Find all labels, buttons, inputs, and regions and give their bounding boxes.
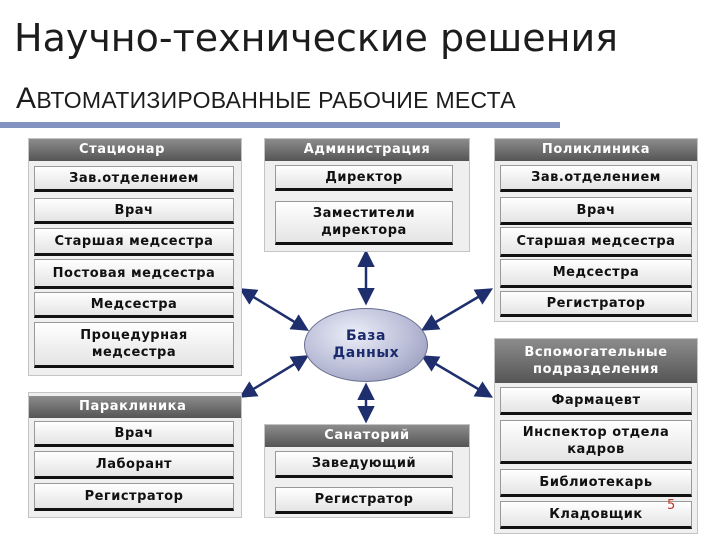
role-polik-registrator[interactable]: Регистратор [500,291,692,317]
role-parak-vrach[interactable]: Врач [34,421,234,447]
panel-paraklinika-title: Параклиника [29,396,241,418]
panel-poliklinika: Поликлиника Зав.отделением Врач Старшая … [494,138,698,322]
arrow-poliklinika [420,288,494,331]
panel-paraklinika: Параклиника Врач Лаборант Регистратор [28,392,242,518]
role-vspom-kladovshchik[interactable]: Кладовщик [500,501,692,529]
role-sanat-zaveduyushchiy[interactable]: Заведующий [275,451,453,478]
panel-sanatoriy-title: Санаторий [265,425,469,447]
role-parak-laborant[interactable]: Лаборант [34,451,234,479]
role-vspom-bibliotekar[interactable]: Библиотекарь [500,469,692,497]
database-node[interactable]: База Данных [304,308,428,382]
page-number: 5 [667,498,676,513]
role-vspom-inspektor[interactable]: Инспектор отдела кадров [500,420,692,464]
role-admin-zamestiteli[interactable]: Заместители директора [275,201,453,245]
role-admin-direktor[interactable]: Директор [275,165,453,191]
role-polik-medsestra[interactable]: Медсестра [500,259,692,288]
panel-vspomogatelnye: Вспомогательные подразделения Фармацевт … [494,338,698,534]
role-stacionar-medsestra[interactable]: Медсестра [34,292,234,318]
panel-vspomogatelnye-title: Вспомогательные подразделения [495,339,697,383]
panel-stacionar-title: Стационар [29,139,241,161]
role-stacionar-vrach[interactable]: Врач [34,198,234,224]
role-stacionar-postovaya[interactable]: Постовая медсестра [34,259,234,289]
slide-title: Научно-технические решения [14,16,619,60]
panel-sanatoriy: Санаторий Заведующий Регистратор [264,424,470,518]
slide-subtitle: АВТОМАТИЗИРОВАННЫЕ РАБОЧИЕ МЕСТА [16,82,516,115]
arrow-paraklinika [239,355,309,398]
panel-administraciya-title: Администрация [265,139,469,161]
role-parak-registrator[interactable]: Регистратор [34,483,234,511]
arrow-stacionar [239,288,309,331]
role-polik-starshaya[interactable]: Старшая медсестра [500,227,692,257]
role-vspom-farmacevt[interactable]: Фармацевт [500,387,692,415]
arrow-vspomogatelnye [420,355,494,398]
panel-stacionar: Стационар Зав.отделением Врач Старшая ме… [28,138,242,376]
role-sanat-registrator[interactable]: Регистратор [275,487,453,514]
role-polik-zav[interactable]: Зав.отделением [500,165,692,192]
role-stacionar-starshaya[interactable]: Старшая медсестра [34,228,234,256]
role-stacionar-zav[interactable]: Зав.отделением [34,166,234,192]
panel-poliklinika-title: Поликлиника [495,139,697,161]
role-polik-vrach[interactable]: Врач [500,197,692,225]
role-stacionar-procedurnaya[interactable]: Процедурная медсестра [34,322,234,368]
panel-administraciya: Администрация Директор Заместители дирек… [264,138,470,252]
title-underline [0,122,560,128]
